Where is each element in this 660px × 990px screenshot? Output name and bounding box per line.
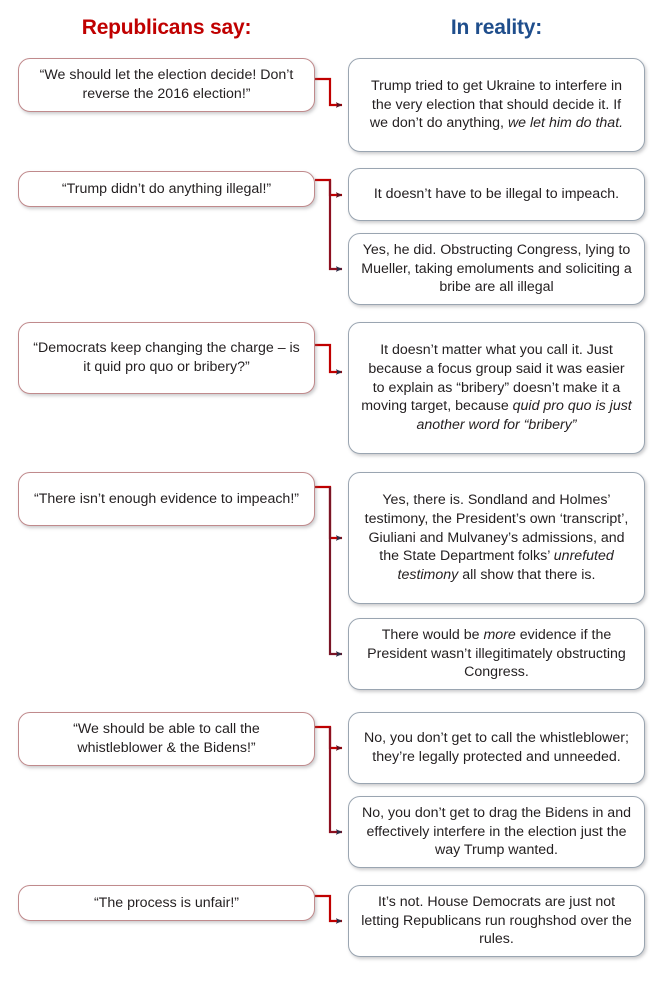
reality-text-2-2: Yes, he did. Obstructing Congress, lying… xyxy=(361,241,632,296)
reality-text-3-1: It doesn’t matter what you call it. Just… xyxy=(361,342,632,434)
claim-text-5: “We should be able to call the whistlebl… xyxy=(73,721,260,756)
claim-text-2: “Trump didn’t do anything illegal!” xyxy=(61,180,272,197)
reality-box-5-1[interactable]: No, you don’t get to call the whistleblo… xyxy=(348,712,645,784)
claim-text-6: “The process is unfair!” xyxy=(93,894,240,911)
connector-row-2 xyxy=(315,178,343,272)
connector-row-4 xyxy=(315,485,343,657)
connector-row-5 xyxy=(315,725,343,835)
column-header-republicans-say: Republicans say: xyxy=(81,16,252,39)
reality-box-6-1[interactable]: It’s not. House Democrats are just not l… xyxy=(348,885,645,957)
reality-box-5-2[interactable]: No, you don’t get to drag the Bidens in … xyxy=(348,796,645,868)
reality-box-1-1[interactable]: Trump tried to get Ukraine to interfere … xyxy=(348,58,645,152)
claim-box-2[interactable]: “Trump didn’t do anything illegal!” xyxy=(18,171,315,207)
reality-text-4-1: Yes, there is. Sondland and Holmes’ test… xyxy=(364,492,629,584)
reality-text-6-1: It’s not. House Democrats are just not l… xyxy=(361,893,632,948)
reality-text-2-1: It doesn’t have to be illegal to impeach… xyxy=(373,186,620,203)
claim-box-5[interactable]: “We should be able to call the whistlebl… xyxy=(18,712,315,766)
reality-box-2-1[interactable]: It doesn’t have to be illegal to impeach… xyxy=(348,168,645,221)
connector-row-6 xyxy=(315,894,343,924)
reality-box-2-2[interactable]: Yes, he did. Obstructing Congress, lying… xyxy=(348,233,645,305)
reality-box-4-2[interactable]: There would be more evidence if the Pres… xyxy=(348,618,645,690)
claim-box-3[interactable]: “Democrats keep changing the charge – is… xyxy=(18,322,315,394)
column-header-in-reality: In reality: xyxy=(450,16,543,39)
claim-text-3: “Democrats keep changing the charge – is… xyxy=(33,340,300,375)
claim-text-4: “There isn’t enough evidence to impeach!… xyxy=(34,490,299,507)
reality-box-3-1[interactable]: It doesn’t matter what you call it. Just… xyxy=(348,322,645,454)
connector-row-1 xyxy=(315,77,343,108)
connector-row-3 xyxy=(315,343,343,375)
claim-box-4[interactable]: “There isn’t enough evidence to impeach!… xyxy=(18,472,315,526)
reality-text-4-2: There would be more evidence if the Pres… xyxy=(367,626,626,681)
reality-box-4-1[interactable]: Yes, there is. Sondland and Holmes’ test… xyxy=(348,472,645,604)
reality-text-5-1: No, you don’t get to call the whistleblo… xyxy=(364,730,629,765)
reality-text-5-2: No, you don’t get to drag the Bidens in … xyxy=(362,804,631,859)
claim-text-1: “We should let the election decide! Don’… xyxy=(39,67,294,102)
reality-text-1-1: Trump tried to get Ukraine to interfere … xyxy=(369,77,624,132)
claim-box-6[interactable]: “The process is unfair!” xyxy=(18,885,315,921)
claim-box-1[interactable]: “We should let the election decide! Don’… xyxy=(18,58,315,112)
